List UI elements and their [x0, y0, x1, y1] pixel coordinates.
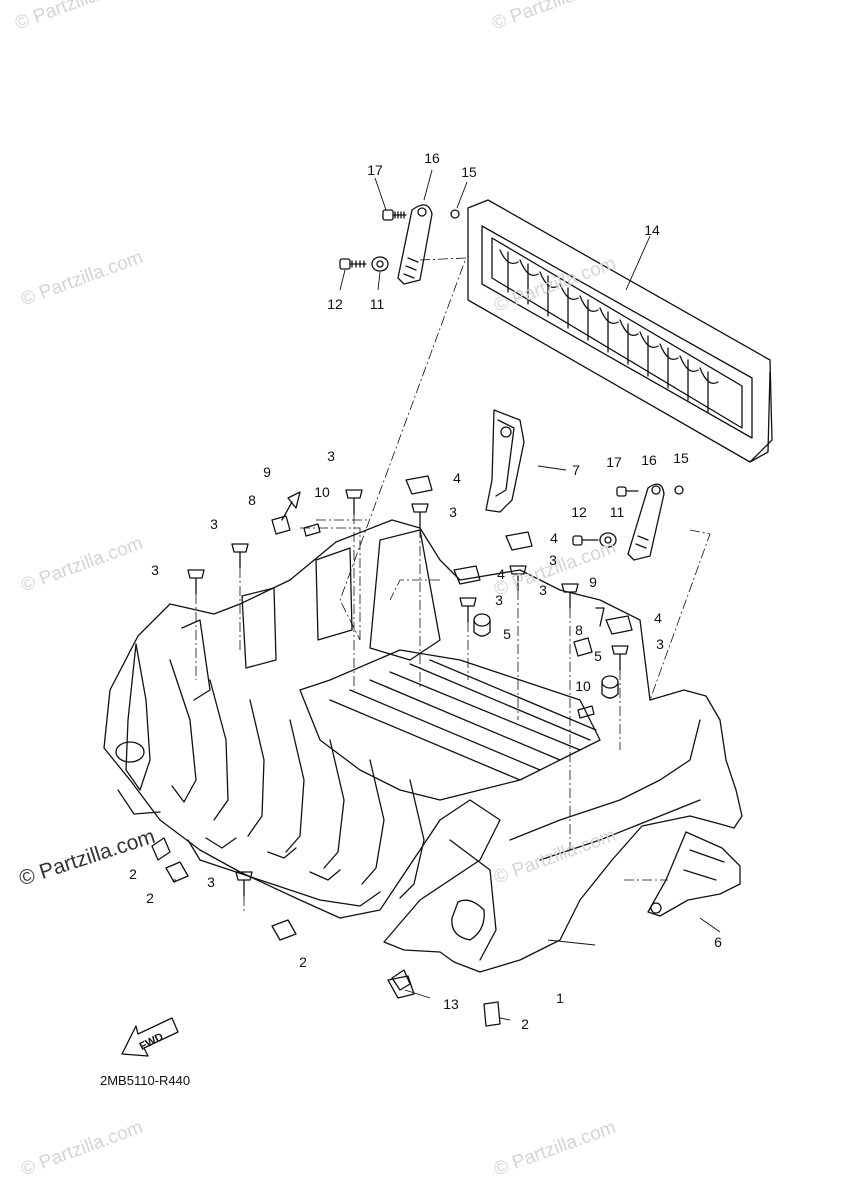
- callout-16: 16: [424, 150, 440, 166]
- callout-10: 10: [314, 484, 330, 500]
- callout-4: 4: [497, 566, 505, 582]
- callout-14: 14: [644, 222, 660, 238]
- callout-15: 15: [461, 164, 477, 180]
- callout-11: 11: [609, 504, 625, 520]
- callout-9: 9: [263, 464, 271, 480]
- callout-8: 8: [248, 492, 256, 508]
- callout-17: 17: [606, 454, 622, 470]
- callout-12: 12: [571, 504, 587, 520]
- callout-3: 3: [495, 592, 503, 608]
- callout-2: 2: [146, 890, 154, 906]
- hardware-left-top: [339, 209, 460, 272]
- callout-3: 3: [549, 552, 557, 568]
- callout-12: 12: [327, 296, 343, 312]
- drawing-code: 2MB5110-R440: [100, 1073, 191, 1088]
- callout-5: 5: [594, 648, 602, 664]
- hinge-bracket-right: [572, 483, 684, 561]
- callout-4: 4: [550, 530, 558, 546]
- callout-4: 4: [453, 470, 461, 486]
- callout-15: 15: [673, 450, 689, 466]
- leader-lines: [172, 169, 721, 1021]
- callout-3: 3: [207, 874, 215, 890]
- clip-13: [391, 969, 411, 991]
- callout-10: 10: [575, 678, 591, 694]
- callout-2: 2: [129, 866, 137, 882]
- callout-3: 3: [210, 516, 218, 532]
- callout-7: 7: [572, 462, 580, 478]
- callout-9: 9: [589, 574, 597, 590]
- cargo-bed-part: [103, 519, 743, 973]
- tailgate-part: [467, 199, 773, 463]
- callout-4: 4: [654, 610, 662, 626]
- callout-3: 3: [327, 448, 335, 464]
- fender-bracket: [647, 831, 741, 917]
- fwd-arrow: [121, 1017, 179, 1057]
- callout-6: 6: [714, 934, 722, 950]
- fasteners: [187, 475, 633, 897]
- callout-13: 13: [443, 996, 459, 1012]
- guide-bracket: [485, 409, 525, 513]
- callout-1: 1: [556, 990, 564, 1006]
- callout-3: 3: [656, 636, 664, 652]
- callout-3: 3: [151, 562, 159, 578]
- callout-17: 17: [367, 162, 383, 178]
- callout-2: 2: [299, 954, 307, 970]
- callout-3: 3: [539, 582, 547, 598]
- callout-3: 3: [449, 504, 457, 520]
- assembly-lines: [195, 257, 711, 912]
- hinge-bracket-left: [397, 204, 433, 285]
- callout-11: 11: [369, 296, 385, 312]
- callout-16: 16: [641, 452, 657, 468]
- callout-2: 2: [521, 1016, 529, 1032]
- callout-5: 5: [503, 626, 511, 642]
- clips: [151, 837, 501, 1027]
- callout-8: 8: [575, 622, 583, 638]
